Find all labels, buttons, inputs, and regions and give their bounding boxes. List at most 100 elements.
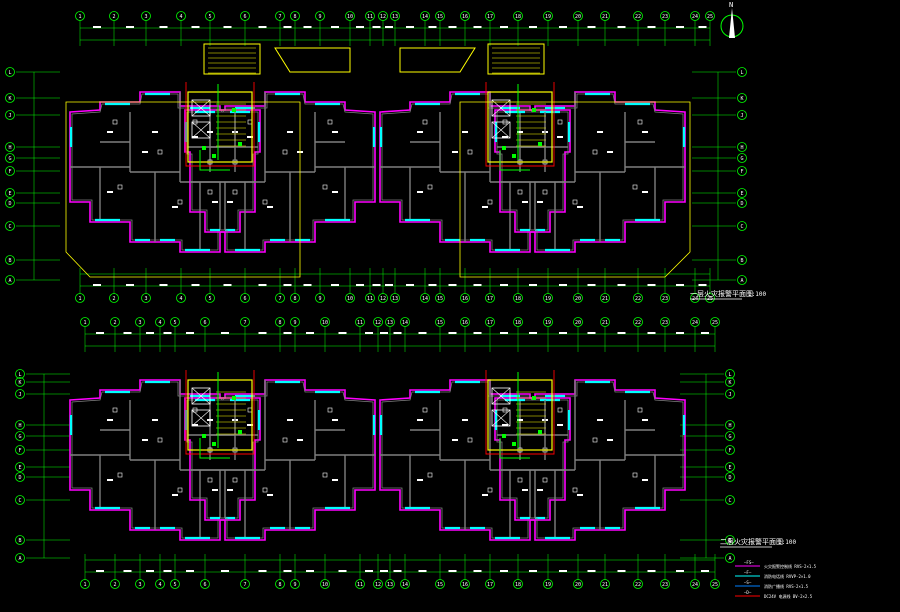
elevator-cross	[191, 387, 211, 405]
smoke-detector-icon	[487, 487, 493, 493]
axis-bubble-icon	[5, 93, 15, 103]
dimension-text	[159, 26, 168, 28]
axis-number: 21	[602, 296, 608, 302]
axis-number: 22	[635, 582, 641, 588]
dimension-text	[191, 26, 200, 28]
smoke-detector-icon	[487, 199, 493, 205]
dimension-text	[380, 332, 388, 334]
axis-bubble-icon	[485, 11, 495, 21]
axis-number: 6	[203, 320, 206, 326]
room-label	[287, 131, 293, 133]
room-label	[332, 191, 338, 193]
exterior-wall	[69, 91, 261, 253]
dimension-text	[529, 26, 537, 28]
axis-number: 11	[357, 582, 363, 588]
room-label	[417, 479, 423, 481]
site-outline	[459, 101, 691, 278]
dimension-text	[365, 332, 373, 334]
alarm-device-icon	[238, 430, 242, 434]
axis-bubble-icon	[200, 317, 210, 327]
dimension-text	[701, 332, 709, 334]
axis-bubble-icon	[725, 389, 735, 399]
room-label	[107, 419, 113, 421]
axis-number: 5	[208, 296, 211, 302]
dimension-text	[647, 570, 656, 572]
dimension-text	[448, 284, 457, 286]
dimension-text	[587, 570, 596, 572]
axis-number: 19	[545, 296, 551, 302]
smoke-detector-icon	[262, 199, 268, 205]
dimension-text	[428, 26, 437, 28]
room-label	[212, 489, 218, 491]
axis-bubble-icon	[170, 579, 180, 589]
room-label	[417, 131, 423, 133]
axis-bubble-icon	[660, 579, 670, 589]
dimension-text	[587, 332, 596, 334]
elevator-cross	[491, 409, 511, 427]
axis-bubble-icon	[737, 166, 747, 176]
dimension-text	[676, 570, 684, 572]
dimension-text	[223, 284, 232, 286]
axis-bubble-icon	[15, 431, 25, 441]
axis-bubble-icon	[5, 255, 15, 265]
smoke-detector-icon	[157, 149, 163, 155]
dimension-text	[93, 26, 101, 28]
dimension-text	[698, 26, 707, 28]
dimension-text	[617, 570, 626, 572]
room-label	[172, 494, 178, 496]
dimension-text	[393, 332, 402, 334]
legend-text-3: DC24V 电源线 BV-2×2.5	[764, 593, 813, 599]
elevator-shaft	[491, 121, 511, 139]
axis-letter: D	[18, 475, 21, 481]
axis-number: 18	[515, 320, 521, 326]
axis-letter: B	[8, 258, 11, 264]
dimension-text	[191, 284, 200, 286]
axis-bubble-icon	[15, 472, 25, 482]
room-label	[142, 439, 148, 441]
dimension-text	[283, 570, 292, 572]
exterior-wall	[494, 379, 686, 541]
axis-bubble-icon	[690, 579, 700, 589]
axis-number: 24	[692, 582, 698, 588]
dimension-text	[306, 570, 314, 572]
elevator-cross	[491, 121, 511, 139]
smoke-detector-icon	[322, 472, 328, 478]
axis-bubble-icon	[345, 293, 355, 303]
axis-bubble-icon	[345, 11, 355, 21]
room-label	[452, 151, 458, 153]
room-label	[462, 131, 468, 133]
smoke-detector-icon	[232, 477, 238, 483]
axis-number: 17	[487, 320, 493, 326]
room-label	[482, 206, 488, 208]
axis-number: 8	[293, 14, 296, 20]
room-label	[247, 424, 253, 426]
axis-bubble-icon	[485, 293, 495, 303]
exterior-wall	[184, 379, 376, 541]
smoke-detector-icon	[467, 149, 473, 155]
axis-bubble-icon	[378, 293, 388, 303]
axis-letter: A	[8, 278, 11, 284]
axis-number: 1	[78, 14, 81, 20]
dimension-text	[126, 284, 134, 286]
dimension-text	[93, 284, 101, 286]
axis-bubble-icon	[290, 11, 300, 21]
axis-bubble-icon	[365, 293, 375, 303]
inner-wall-outline	[186, 381, 374, 539]
axis-letter: E	[18, 465, 21, 471]
axis-bubble-icon	[176, 11, 186, 21]
dimension-text	[146, 332, 154, 334]
axis-letter: F	[740, 169, 743, 175]
axis-number: 12	[375, 582, 381, 588]
room-label	[227, 489, 233, 491]
smoke-detector-icon	[207, 189, 213, 195]
room-label	[642, 479, 648, 481]
axis-bubble-icon	[75, 293, 85, 303]
axis-letter: C	[8, 224, 11, 230]
axis-bubble-icon	[15, 445, 25, 455]
axis-bubble-icon	[290, 317, 300, 327]
inner-wall-outline	[496, 381, 684, 539]
axis-letter: H	[740, 145, 743, 151]
dimension-text	[617, 26, 626, 28]
smoke-detector-icon	[572, 199, 578, 205]
axis-bubble-icon	[378, 11, 388, 21]
